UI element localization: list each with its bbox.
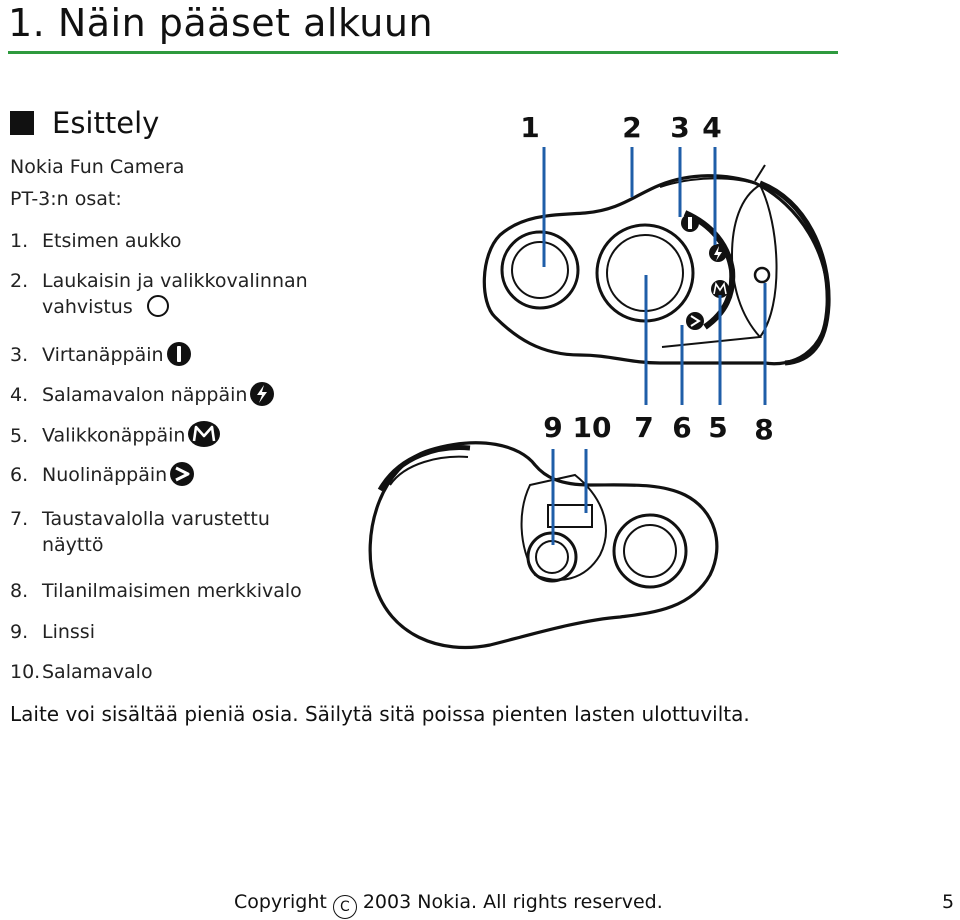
- callout-6: 6: [672, 411, 691, 444]
- list-item-number: 6.: [10, 464, 29, 486]
- flash-key-icon: [250, 381, 275, 406]
- list-item-number: 7.: [10, 508, 29, 530]
- callout-5: 5: [708, 411, 727, 444]
- camera-diagram: 1 2 3 4 9 10 7 6 5 8: [368, 111, 831, 650]
- callout-1: 1: [520, 111, 539, 144]
- list-item-number: 4.: [10, 384, 29, 406]
- list-item-text: Virtanäppäin: [42, 344, 164, 366]
- list-item-number: 3.: [10, 344, 29, 366]
- list-item-number: 5.: [10, 424, 29, 447]
- list-item: 5. Valikkonäppäin: [10, 421, 221, 450]
- list-item-text: Valikkonäppäin: [42, 424, 186, 447]
- list-item-number: 1.: [10, 230, 29, 252]
- arrow-key-icon: [170, 461, 195, 486]
- callout-10: 10: [573, 411, 612, 444]
- safety-warning: Laite voi sisältää pieniä osia. Säilytä …: [10, 702, 750, 726]
- list-item: 1. Etsimen aukko: [10, 228, 182, 254]
- list-item: 2. Laukaisin ja valikkovalinnan vahvistus: [10, 268, 308, 318]
- bullet-square-icon: [10, 111, 34, 135]
- callout-4: 4: [702, 111, 721, 144]
- list-item: 4. Salamavalon näppäin: [10, 381, 275, 409]
- list-item: 3. Virtanäppäin: [10, 341, 192, 369]
- power-key-icon: [166, 341, 191, 366]
- list-item: 10.Salamavalo: [10, 659, 153, 685]
- list-item-text: Laukaisin ja valikkovalinnan: [42, 270, 308, 292]
- copyright-icon: C: [332, 895, 357, 919]
- list-item-text: Linssi: [42, 621, 95, 643]
- list-item-text: Nuolinäppäin: [42, 464, 168, 486]
- list-item-text: Taustavalolla varustettu: [42, 508, 270, 530]
- callout-7: 7: [634, 411, 653, 444]
- chapter-rule: [8, 51, 838, 54]
- leader-lines: [542, 147, 767, 545]
- menu-key-icon: [188, 421, 221, 447]
- list-item-text: Salamavalo: [42, 661, 153, 683]
- list-item-number: 10.: [10, 661, 41, 683]
- list-item-text: Salamavalon näppäin: [42, 384, 248, 406]
- list-item-number: 2.: [10, 270, 29, 292]
- list-item: 9. Linssi: [10, 619, 95, 645]
- list-item-text: Tilanilmaisimen merkkivalo: [42, 580, 302, 602]
- chapter-title: 1. Näin pääset alkuun: [8, 1, 434, 45]
- list-item-number: 8.: [10, 580, 29, 602]
- list-item: 7. Taustavalolla varustettu näyttö: [10, 506, 270, 556]
- list-item: 6. Nuolinäppäin: [10, 461, 195, 489]
- camera-back-view: [482, 164, 831, 366]
- section-heading: Esittely: [10, 104, 159, 142]
- callout-8: 8: [754, 413, 773, 446]
- callout-3: 3: [670, 111, 689, 144]
- section-title: Esittely: [52, 106, 160, 140]
- list-item: 8. Tilanilmaisimen merkkivalo: [10, 578, 302, 604]
- circle-outline-icon: [146, 294, 169, 317]
- list-item-continuation: vahvistus: [42, 294, 171, 321]
- list-item-number: 9.: [10, 621, 29, 643]
- intro-line-2: PT-3:n osat:: [10, 188, 122, 210]
- callout-2: 2: [622, 111, 641, 144]
- list-item-continuation: näyttö: [42, 534, 104, 556]
- list-item-text: Etsimen aukko: [42, 230, 182, 252]
- page-number: 5: [942, 891, 955, 913]
- camera-back-buttons: [681, 214, 729, 330]
- intro-line-1: Nokia Fun Camera: [10, 156, 185, 178]
- camera-front-view: [368, 441, 719, 650]
- callout-9: 9: [543, 411, 562, 444]
